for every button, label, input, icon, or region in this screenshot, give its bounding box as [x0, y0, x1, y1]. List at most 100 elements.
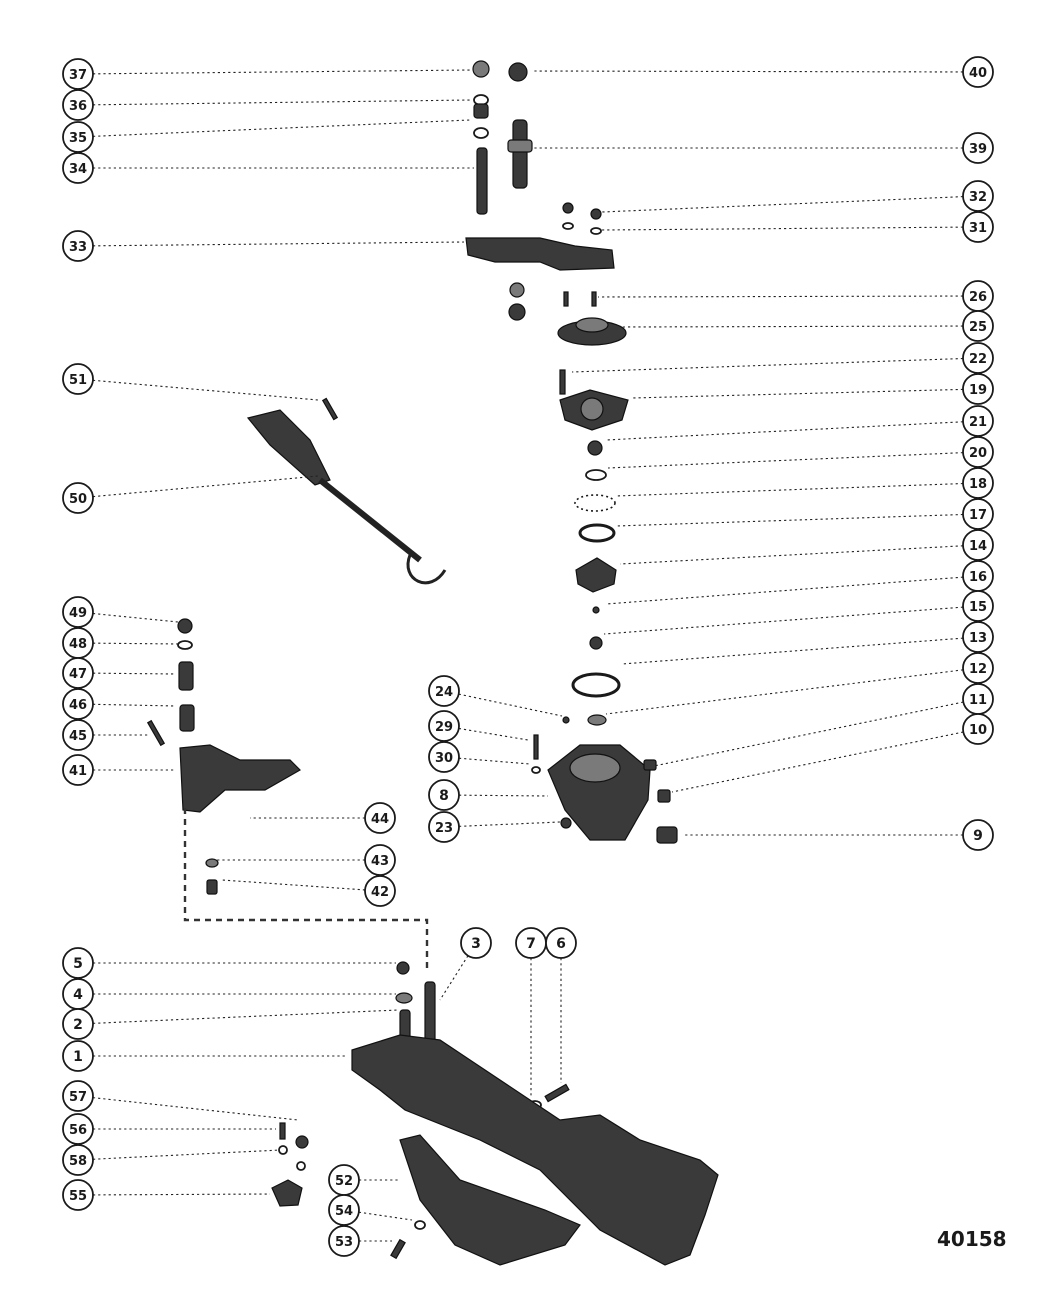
- callout-number: 45: [69, 729, 87, 744]
- callout-4: 4: [62, 978, 94, 1010]
- callout-16: 16: [962, 560, 994, 592]
- callout-circle: [62, 947, 94, 979]
- callout-number: 53: [335, 1235, 353, 1250]
- callout-circle: [962, 132, 994, 164]
- callout-circle: [428, 779, 460, 811]
- part-washer: [296, 1161, 306, 1171]
- callout-37: 37: [62, 58, 94, 90]
- part-nut: [509, 282, 525, 298]
- callout-number: 44: [371, 812, 389, 827]
- callout-57: 57: [62, 1080, 94, 1112]
- callout-circle: [962, 819, 994, 851]
- callout-44: 44: [364, 802, 396, 834]
- part-nut: [587, 440, 603, 456]
- callout-circle: [962, 56, 994, 88]
- leader-line-13: [621, 637, 964, 665]
- callout-number: 10: [969, 723, 987, 738]
- part-nut: [177, 618, 193, 634]
- leader-line-36: [92, 99, 473, 106]
- callout-21: 21: [962, 405, 994, 437]
- callout-42: 42: [364, 875, 396, 907]
- leader-line-10: [671, 731, 964, 793]
- callout-7: 7: [515, 927, 547, 959]
- callout-circle: [962, 342, 994, 374]
- leader-line-19: [631, 388, 964, 399]
- callout-number: 57: [69, 1090, 87, 1105]
- callout-55: 55: [62, 1179, 94, 1211]
- callout-number: 47: [69, 667, 87, 682]
- part-nut: [562, 202, 574, 214]
- callout-number: 33: [69, 240, 87, 255]
- leader-line-23: [458, 821, 561, 827]
- part-housing-center: [580, 397, 604, 421]
- leader-line-48: [92, 642, 181, 645]
- callout-number: 18: [969, 477, 987, 492]
- part-cable-bracket: [246, 409, 331, 486]
- callout-circle: [962, 436, 994, 468]
- callout-8: 8: [428, 779, 460, 811]
- callout-circle: [62, 1040, 94, 1072]
- callout-number: 25: [969, 320, 987, 335]
- callout-50: 50: [62, 482, 94, 514]
- callout-9: 9: [962, 819, 994, 851]
- callout-34: 34: [62, 152, 94, 184]
- part-spring: [589, 636, 603, 650]
- callout-number: 7: [526, 936, 536, 952]
- callout-19: 19: [962, 373, 994, 405]
- callout-number: 3: [471, 936, 481, 952]
- callout-number: 54: [335, 1204, 353, 1219]
- callout-circle: [962, 621, 994, 653]
- callout-54: 54: [328, 1194, 360, 1226]
- part-lever: [465, 237, 615, 271]
- leader-line-3: [439, 955, 469, 1001]
- leader-line-20: [607, 452, 964, 469]
- callout-number: 11: [969, 693, 987, 708]
- callout-number: 46: [69, 698, 87, 713]
- part-screw: [146, 719, 166, 747]
- callout-43: 43: [364, 844, 396, 876]
- leader-lines: [92, 69, 964, 1242]
- callout-circle: [62, 1179, 94, 1211]
- callout-circle: [962, 713, 994, 745]
- callout-circle: [962, 211, 994, 243]
- callout-number: 58: [69, 1154, 87, 1169]
- part-screw: [533, 734, 539, 760]
- callout-circle: [962, 529, 994, 561]
- part-fitting: [643, 759, 657, 771]
- leader-line-42: [221, 879, 366, 891]
- leader-line-2: [92, 1009, 399, 1024]
- part-nut: [472, 60, 490, 78]
- callout-number: 37: [69, 68, 87, 83]
- callout-6: 6: [545, 927, 577, 959]
- callout-number: 23: [435, 821, 453, 836]
- callout-number: 36: [69, 99, 87, 114]
- callout-25: 25: [962, 310, 994, 342]
- leader-line-16: [605, 576, 964, 605]
- part-stud-collar: [507, 139, 533, 153]
- part-spring: [178, 661, 194, 691]
- callout-circle: [62, 719, 94, 751]
- part-pin: [562, 716, 570, 724]
- callout-circle: [62, 152, 94, 184]
- callout-53: 53: [328, 1225, 360, 1257]
- part-ball: [592, 606, 600, 614]
- leader-line-46: [92, 703, 177, 707]
- part-o-ring: [585, 469, 607, 481]
- callout-45: 45: [62, 719, 94, 751]
- callout-11: 11: [962, 683, 994, 715]
- callout-2: 2: [62, 1008, 94, 1040]
- callout-number: 2: [73, 1017, 83, 1033]
- callout-52: 52: [328, 1164, 360, 1196]
- part-shift-bracket: [179, 744, 301, 813]
- callout-number: 9: [973, 828, 983, 844]
- callout-number: 39: [969, 142, 987, 157]
- callout-39: 39: [962, 132, 994, 164]
- callout-1: 1: [62, 1040, 94, 1072]
- callout-number: 15: [969, 600, 987, 615]
- callout-circle: [62, 230, 94, 262]
- callout-58: 58: [62, 1144, 94, 1176]
- part-fitting: [657, 789, 671, 803]
- part-main-bracket: [351, 1034, 719, 1266]
